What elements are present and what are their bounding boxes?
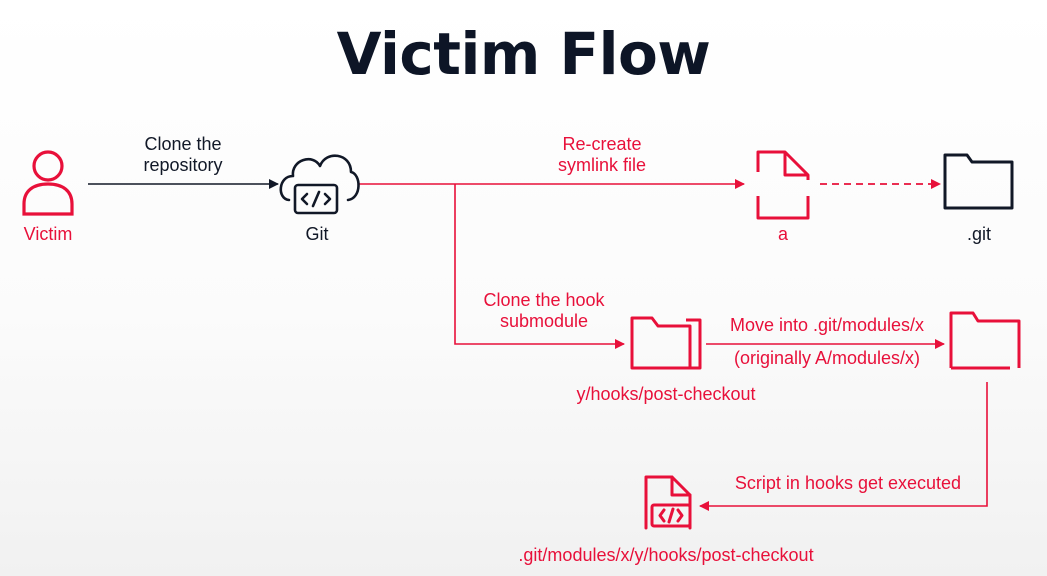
edge-label-line: Clone the xyxy=(144,134,222,154)
edge-label-line: Re-create xyxy=(562,134,642,154)
executed-script-label: .git/modules/x/y/hooks/post-checkout xyxy=(518,545,814,565)
file-a-label: a xyxy=(777,224,788,244)
edge-script-executed xyxy=(699,382,988,511)
code-file-icon xyxy=(644,475,692,530)
edge-label-recreate-symlink: Re-create symlink file xyxy=(522,134,682,176)
dot-git-label: .git xyxy=(966,224,991,244)
victim-label: Victim xyxy=(23,224,73,244)
cloud-code-icon xyxy=(279,154,360,215)
edge-label-line: repository xyxy=(143,155,223,175)
edge-label-move-into: Move into .git/modules/x xyxy=(729,315,925,335)
edge-clone-hook-submodule xyxy=(454,184,625,349)
file-icon xyxy=(756,150,810,220)
edge-label-clone-hook: Clone the hook submodule xyxy=(464,290,624,332)
edge-label-executed: Script in hooks get executed xyxy=(734,473,962,493)
page-title: Victim Flow xyxy=(336,20,711,88)
edge-label-line: submodule xyxy=(499,311,589,331)
folder-icon xyxy=(943,153,1014,210)
folder-icon xyxy=(949,311,1021,370)
edge-label-clone-repository: Clone the repository xyxy=(113,134,253,176)
edge-label-move-note: (originally A/modules/x) xyxy=(733,348,921,368)
edge-label-line: Clone the hook xyxy=(483,290,605,310)
edge-label-line: symlink file xyxy=(557,155,646,175)
hook-submodule-label: y/hooks/post-checkout xyxy=(576,384,756,404)
git-label: Git xyxy=(305,224,329,244)
folder-open-icon xyxy=(630,316,702,370)
user-icon xyxy=(22,150,74,216)
